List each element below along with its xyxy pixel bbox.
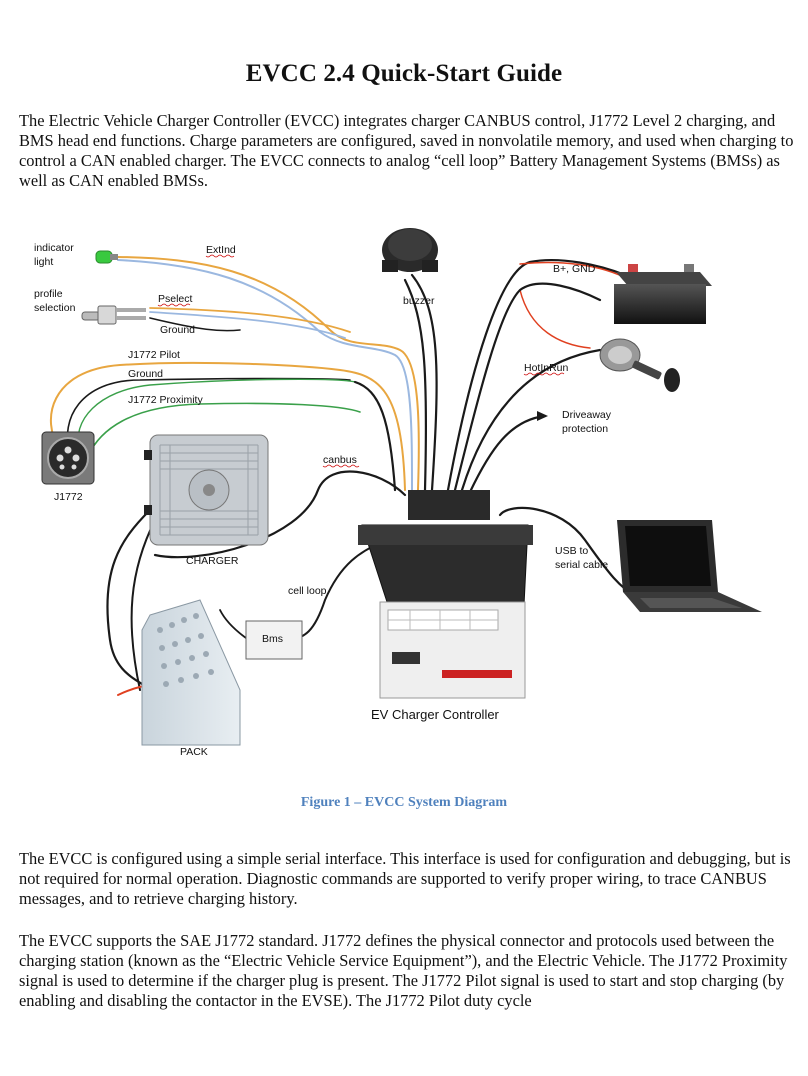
ground-top-label: Ground — [160, 324, 195, 336]
page-title: EVCC 2.4 Quick-Start Guide — [245, 60, 563, 87]
bms-pack-wire — [219, 609, 247, 639]
battery-pack — [141, 599, 241, 746]
indicator-light-label-1: indicator — [34, 242, 74, 254]
extind-wire — [117, 256, 420, 491]
j1772-proximity-wire — [87, 402, 361, 457]
indicator-light — [95, 250, 118, 264]
hotinrun-squiggle — [523, 372, 565, 376]
pselect-label: Pselect — [158, 293, 193, 305]
charger-pack-wire-2 — [130, 519, 156, 691]
car-battery — [614, 264, 712, 324]
pselect-squiggle — [157, 303, 191, 307]
pselect-wire — [149, 307, 351, 333]
cell-loop-label: cell loop — [288, 585, 327, 597]
ground-wire-top — [149, 317, 241, 332]
hotinrun-label: HotInRun — [524, 362, 569, 374]
j1772-pilot-wire — [49, 361, 406, 491]
charger-label: CHARGER — [186, 555, 239, 567]
serial-interface-paragraph: The EVCC is configured using a simple se… — [19, 849, 791, 908]
buzzer-wire — [410, 273, 438, 492]
driveaway-label-2: protection — [562, 423, 608, 435]
buzzer — [382, 228, 438, 272]
b-gnd-label: B+, GND — [553, 263, 596, 275]
canbus-wire — [153, 470, 407, 559]
ev-charger-controller — [358, 490, 533, 699]
usb-serial-label-1: USB to — [555, 545, 588, 557]
usb-serial-label-2: serial cable — [555, 559, 608, 571]
bms-box — [245, 620, 303, 660]
j1772-ground-wire-green — [77, 378, 356, 453]
laptop — [617, 520, 762, 612]
pack-label: PACK — [180, 746, 208, 758]
extind-label: ExtInd — [206, 244, 236, 256]
hotinrun-wire — [453, 282, 602, 492]
indicator-light-label-2: light — [34, 256, 53, 268]
canbus-squiggle — [322, 464, 360, 468]
evcc-system-diagram: indicator light ExtInd profile selection… — [34, 228, 762, 758]
extind-squiggle — [205, 254, 235, 258]
pselect-wire-2 — [149, 311, 346, 339]
profile-switch — [81, 305, 146, 325]
j1772-pilot-label: J1772 Pilot — [128, 349, 180, 361]
charger — [144, 434, 269, 546]
wires — [49, 256, 642, 706]
driveaway-arrow — [537, 411, 548, 421]
driveaway-label-1: Driveaway — [562, 409, 612, 421]
j1772-to-controller — [353, 380, 397, 492]
ev-charger-controller-label: EV Charger Controller — [371, 707, 500, 722]
charger-pack-wire — [106, 508, 152, 692]
ground-mid-label: Ground — [128, 368, 163, 380]
canbus-label: canbus — [323, 454, 357, 466]
bplus-wire — [446, 258, 627, 492]
j1772-label: J1772 — [54, 491, 83, 503]
bms-label: Bms — [262, 633, 283, 645]
profile-selection-label-1: profile — [34, 288, 63, 300]
buzzer-wire-2 — [403, 278, 428, 492]
j1772-connector — [41, 431, 95, 485]
hotinrun-wire-2 — [460, 348, 602, 492]
extind-wire-2 — [117, 259, 413, 491]
figure-caption: Figure 1 – EVCC System Diagram — [300, 795, 508, 810]
j1772-paragraph: The EVCC supports the SAE J1772 standard… — [19, 931, 788, 1010]
key-switch — [599, 338, 680, 392]
j1772-proximity-label: J1772 Proximity — [128, 394, 203, 406]
driveaway-wire — [468, 414, 547, 494]
profile-selection-label-2: selection — [34, 302, 76, 314]
intro-paragraph: The Electric Vehicle Charger Controller … — [19, 111, 794, 190]
usb-wire — [498, 506, 642, 600]
gnd-red-wire — [519, 289, 591, 349]
buzzer-label: buzzer — [403, 295, 435, 307]
